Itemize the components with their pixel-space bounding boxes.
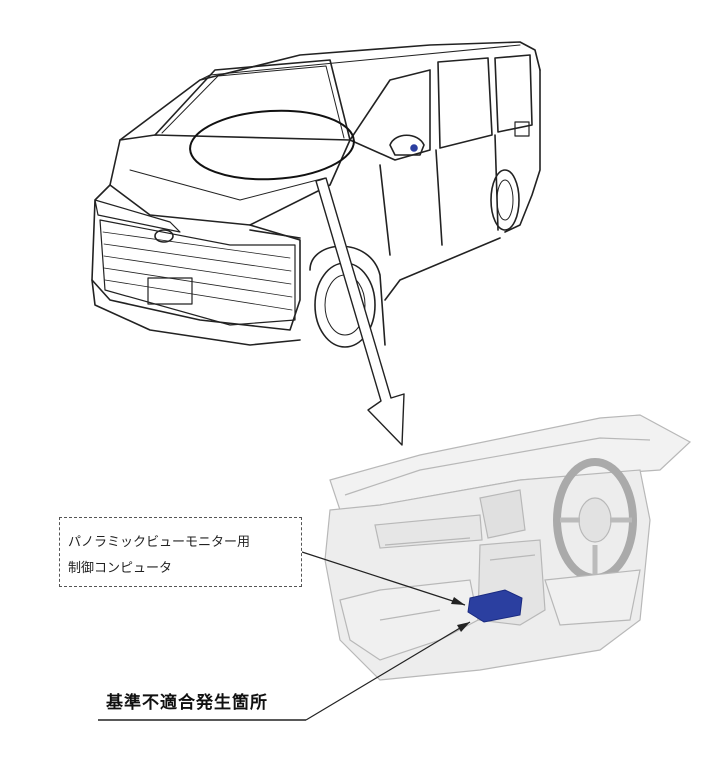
component-name-line2: 制御コンピュータ	[68, 561, 173, 576]
control-computer-part	[467, 589, 523, 623]
vehicle-drawing	[91, 41, 541, 348]
windshield-highlight-ellipse	[189, 109, 355, 181]
component-name-line1: パノラミックビューモニター用	[68, 535, 251, 550]
leader-arrowheads	[451, 597, 470, 632]
dashboard-rendering	[324, 414, 692, 681]
component-callout-box: パノラミックビューモニター用 制御コンピュータ	[59, 517, 302, 587]
leader-lines	[98, 551, 471, 721]
down-arrow-icon	[315, 177, 405, 446]
defect-location-label: 基準不適合発生箇所	[106, 693, 268, 713]
